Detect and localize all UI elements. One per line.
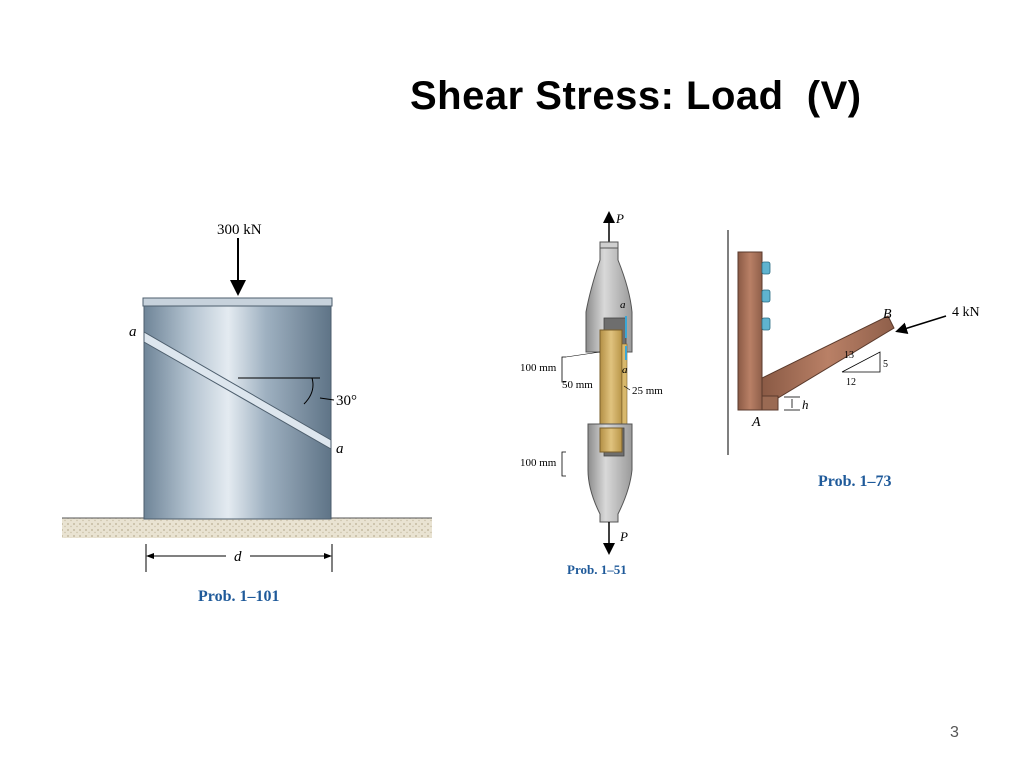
force-label-bottom: P: [619, 529, 628, 544]
point-b-label: B: [883, 307, 892, 322]
section-label-a-bottom: a: [622, 364, 628, 376]
point-a-label: A: [751, 415, 761, 430]
slide-title: Shear Stress: Load (V): [410, 74, 862, 118]
dimension-right-label: 25 mm: [632, 385, 663, 397]
wood-strut: [761, 315, 895, 399]
dimension-bottom-label: 100 mm: [520, 457, 557, 469]
force-label-top: P: [615, 211, 624, 226]
load-label: 300 kN: [217, 222, 262, 238]
cylinder-body: [143, 305, 332, 520]
angle-arc: [303, 377, 314, 405]
figure-prob-1-73: 13 5 12 4 kN B A h Prob. 1–73: [727, 230, 980, 490]
slope-triangle: [841, 351, 881, 373]
dimension-label: d: [234, 549, 242, 565]
page-number: 3: [950, 724, 959, 741]
seam-plane: [143, 331, 332, 450]
section-label-left: a: [129, 324, 137, 340]
dimension-h-label: h: [802, 397, 809, 412]
slope-run: 12: [846, 377, 856, 388]
caption-prob-1-51: Prob. 1–51: [567, 562, 627, 577]
figure-prob-1-51: P P a a 100 mm 50 mm 25 mm 100 mm Prob. …: [520, 211, 663, 577]
ground: [62, 518, 432, 538]
dimension-top-label: 100 mm: [520, 362, 557, 374]
figure-prob-1-101: 300 kN 30° a a d Prob. 1–101: [62, 222, 432, 605]
section-label-a-top: a: [620, 299, 626, 311]
caption-prob-1-101: Prob. 1–101: [198, 588, 279, 605]
slope-hyp: 13: [844, 350, 854, 361]
load-label-4kn: 4 kN: [952, 305, 980, 320]
section-label-right: a: [336, 441, 344, 457]
angle-label: 30°: [336, 393, 357, 409]
load-arrow-4kn: [895, 315, 947, 335]
caption-prob-1-73: Prob. 1–73: [818, 473, 891, 490]
bolt-group: [761, 261, 771, 331]
dimension-mid-label: 50 mm: [562, 379, 593, 391]
wood-post: [737, 251, 763, 411]
slope-rise: 5: [883, 359, 888, 370]
cylinder-cap: [142, 297, 333, 307]
